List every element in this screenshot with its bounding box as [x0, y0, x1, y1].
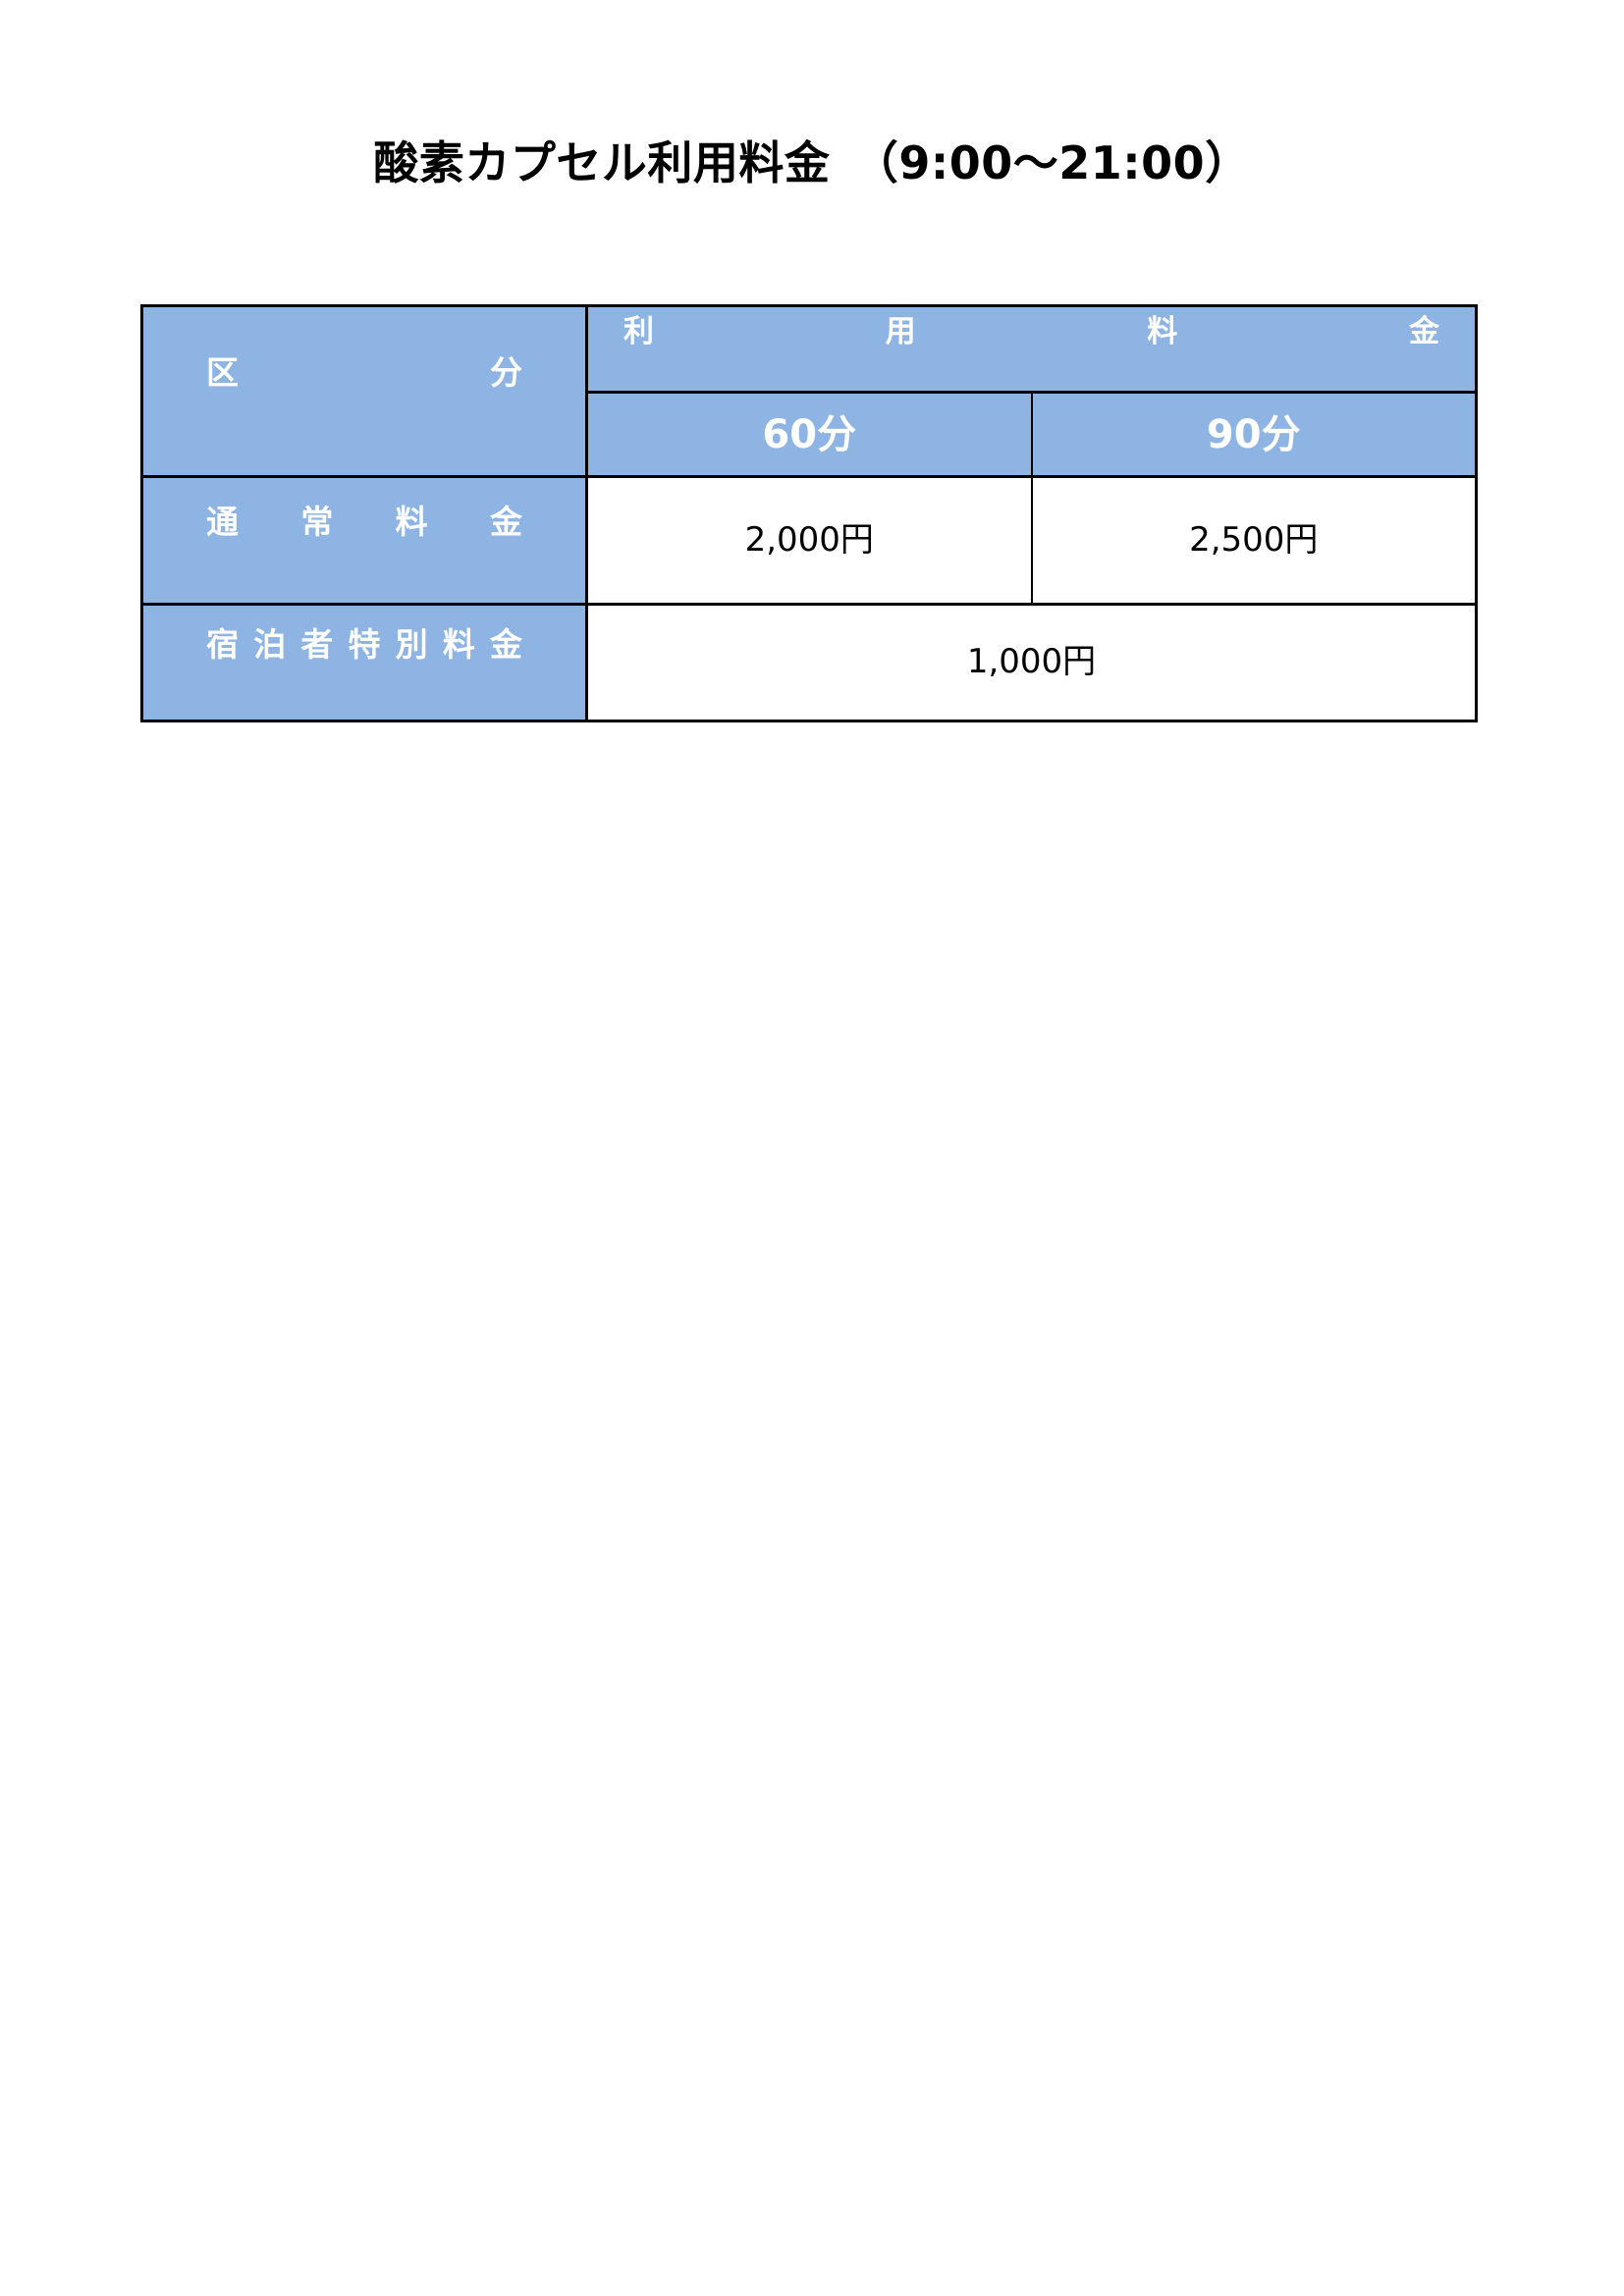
table-row-usage-header: 区分 利用料金: [140, 304, 1478, 478]
header-cell-category: 区分: [140, 304, 588, 478]
header-label-duration-90: 90分: [1206, 411, 1301, 457]
row-label-guest-fee: 宿泊者特別料金: [140, 603, 588, 722]
table-row-duration-header: 60分 90分: [142, 391, 1478, 478]
row-label-text-normal-fee: 通常料金: [206, 503, 522, 542]
price-value-normal-60: 2,000円: [744, 519, 874, 560]
header-cell-usage-fee: 利用料金: [585, 304, 1478, 394]
header-label-category: 区分: [206, 353, 522, 393]
price-value-normal-90: 2,500円: [1189, 519, 1319, 560]
price-cell-normal-90: 2,500円: [1030, 475, 1478, 606]
price-value-guest: 1,000円: [966, 642, 1097, 682]
header-cell-duration-60: 60分: [585, 391, 1033, 478]
header-cell-duration-90: 90分: [1030, 391, 1478, 478]
price-cell-normal-60: 2,000円: [585, 475, 1033, 606]
header-label-duration-60: 60分: [762, 411, 857, 457]
price-cell-guest-merged: 1,000円: [585, 603, 1478, 722]
row-label-text-guest-fee: 宿泊者特別料金: [206, 624, 522, 664]
table-row-normal-fee: 通常料金 2,000円 2,500円: [140, 475, 1478, 606]
pricing-table: 区分 利用料金 60分 90分 通常料金 2,000円: [140, 304, 1478, 722]
header-label-usage-fee: 利用料金: [623, 314, 1439, 350]
row-label-normal-fee: 通常料金: [140, 475, 588, 606]
page-title: 酸素カプセル利用料金 （9:00〜21:00）: [373, 136, 1251, 189]
table-row-guest-fee: 宿泊者特別料金 1,000円: [140, 603, 1478, 722]
